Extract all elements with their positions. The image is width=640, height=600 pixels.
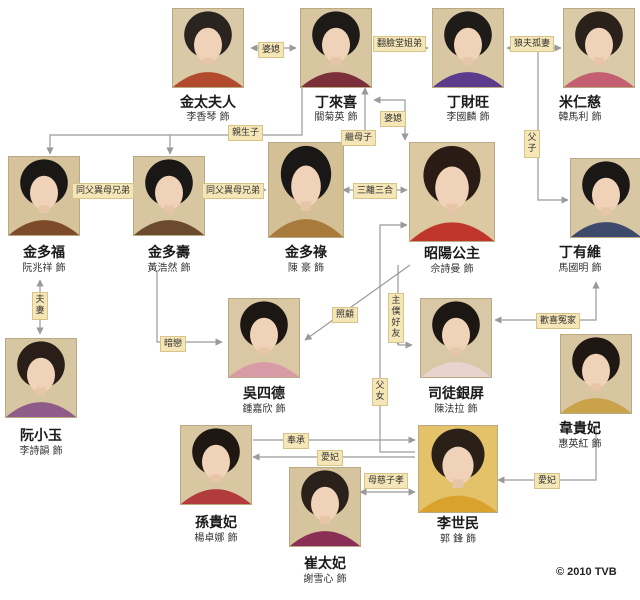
rel-san-li-san-he: 三離三合 (353, 183, 398, 199)
portrait-image (134, 157, 204, 235)
name-jin-duo-fu: 金多福 (23, 245, 65, 261)
name-wei-gui-fei: 韋貴妃 (559, 421, 601, 437)
portrait-image (6, 339, 76, 417)
portrait-cui-tai-fei (289, 467, 361, 547)
portrait-image (419, 426, 497, 512)
name-li-shi-min: 李世民 (437, 516, 479, 532)
rel-ji-mu-zi: 繼母子 (341, 130, 377, 146)
actor-si-tu-yin-ping: 陳法拉 飾 (434, 404, 478, 415)
rel-zhao-gu: 照顧 (332, 307, 359, 323)
portrait-ding-cai-wang (432, 8, 504, 88)
rel-feng-cheng: 奉承 (283, 433, 310, 449)
name-ding-cai-wang: 丁財旺 (447, 95, 489, 111)
rel-huan-xi-yuan-jia: 歡喜冤家 (536, 313, 581, 329)
actor-wu-si-de: 鍾嘉欣 飾 (242, 404, 286, 415)
portrait-jin-duo-fu (8, 156, 80, 236)
rel-ai-fei-2: 愛妃 (534, 473, 561, 489)
actor-mi-ren-ci: 韓馬利 飾 (558, 112, 602, 123)
portrait-image (571, 159, 640, 237)
name-jin-tai-fu-ren: 金太夫人 (180, 95, 236, 111)
link-situ-dingyouwei (494, 281, 600, 324)
portrait-jin-duo-lu (268, 142, 344, 238)
name-ruan-xiao-yu: 阮小玉 (20, 428, 62, 444)
rel-tong-fu-1: 同父異母兄弟 (72, 183, 135, 199)
name-ding-you-wei: 丁有維 (559, 245, 601, 261)
portrait-image (561, 335, 631, 413)
actor-jin-tai-fu-ren: 李香琴 飾 (186, 112, 230, 123)
rel-fan-lian-tang-jie-di: 翻臉堂姐弟 (373, 36, 427, 52)
rel-mu-ci-zi-xiao: 母慈子孝 (364, 473, 409, 489)
actor-ding-you-wei: 馬國明 飾 (558, 263, 602, 274)
portrait-image (173, 9, 243, 87)
name-jin-duo-shou: 金多壽 (148, 245, 190, 261)
portrait-image (301, 9, 371, 87)
actor-ding-lai-xi: 關菊英 飾 (314, 112, 358, 123)
link-zhao-wu (304, 264, 411, 341)
link-wei-li (497, 425, 597, 484)
portrait-ruan-xiao-yu (5, 338, 77, 418)
portrait-zhao-yang-gong-zhu (409, 142, 495, 242)
rel-tong-fu-2: 同父異母兄弟 (202, 183, 265, 199)
portrait-image (564, 9, 634, 87)
portrait-image (229, 299, 299, 377)
rel-qin-sheng-zi: 親生子 (228, 125, 264, 141)
actor-ding-cai-wang: 李國麟 飾 (446, 112, 490, 123)
rel-fu-nv: 父女 (372, 378, 388, 406)
portrait-li-shi-min (418, 425, 498, 513)
actor-sun-gui-fei: 楊卓娜 飾 (194, 533, 238, 544)
name-zhao-yang-gong-zhu: 昭陽公主 (424, 246, 480, 262)
rel-an-lian: 暗戀 (160, 336, 187, 352)
rel-lang-fu-gu-qi: 狼夫孤妻 (510, 36, 555, 52)
rel-po-xi-2: 婆媳 (380, 111, 407, 127)
portrait-wu-si-de (228, 298, 300, 378)
portrait-ding-lai-xi (300, 8, 372, 88)
rel-ai-fei-1: 愛妃 (317, 450, 344, 466)
link-li-zhao (379, 221, 415, 453)
rel-fu-zi: 父子 (524, 130, 540, 158)
name-wu-si-de: 吳四德 (243, 386, 285, 402)
portrait-wei-gui-fei (560, 334, 632, 414)
copyright-notice: © 2010 TVB (556, 566, 617, 578)
portrait-image (433, 9, 503, 87)
rel-fu-qi: 夫妻 (32, 292, 48, 320)
portrait-jin-duo-shou (133, 156, 205, 236)
rel-zhu-pu-hao-you: 主僕好友 (388, 293, 404, 343)
name-si-tu-yin-ping: 司徒銀屏 (428, 386, 484, 402)
portrait-jin-tai-fu-ren (172, 8, 244, 88)
actor-li-shi-min: 郭 鋒 飾 (439, 534, 477, 545)
portrait-image (181, 426, 251, 504)
portrait-mi-ren-ci (563, 8, 635, 88)
actor-jin-duo-shou: 黃浩然 飾 (147, 263, 191, 274)
name-sun-gui-fei: 孫貴妃 (195, 515, 237, 531)
portrait-image (290, 468, 360, 546)
portrait-ding-you-wei (570, 158, 640, 238)
link-shou-wu (156, 270, 223, 346)
portrait-sun-gui-fei (180, 425, 252, 505)
actor-cui-tai-fei: 謝雪心 飾 (303, 574, 347, 585)
portrait-image (9, 157, 79, 235)
portrait-image (410, 143, 494, 241)
name-cui-tai-fei: 崔太妃 (304, 556, 346, 572)
portrait-image (269, 143, 343, 237)
actor-jin-duo-lu: 陳 豪 飾 (287, 263, 325, 274)
rel-po-xi: 婆媳 (258, 42, 285, 58)
name-ding-lai-xi: 丁來喜 (315, 95, 357, 111)
portrait-si-tu-yin-ping (420, 298, 492, 378)
actor-ruan-xiao-yu: 李詩韻 飾 (19, 446, 63, 457)
name-jin-duo-lu: 金多祿 (285, 245, 327, 261)
link-dlx-sons (46, 88, 303, 155)
actor-wei-gui-fei: 惠英紅 飾 (558, 439, 602, 450)
name-mi-ren-ci: 米仁慈 (559, 95, 601, 111)
portrait-image (421, 299, 491, 377)
actor-jin-duo-fu: 阮兆祥 飾 (22, 263, 66, 274)
actor-zhao-yang-gong-zhu: 佘詩曼 飾 (430, 264, 474, 275)
